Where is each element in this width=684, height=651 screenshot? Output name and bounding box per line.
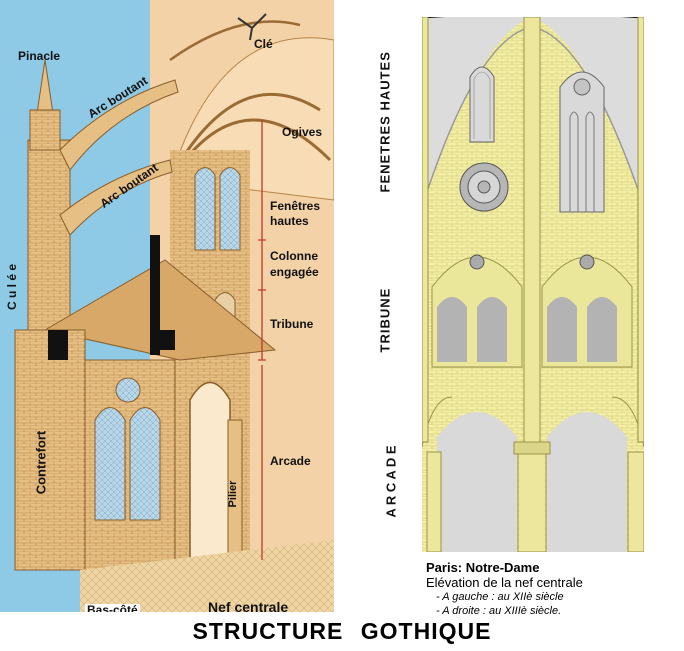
page-title: STRUCTURE GOTHIQUE xyxy=(0,618,684,645)
cathedral-cutaway-illustration: Pinacle Arc boutant Arc boutant Clé Ogiv… xyxy=(0,0,334,612)
page-title-text: STRUCTURE GOTHIQUE xyxy=(192,618,492,644)
label-fenetres-hautes-line2: hautes xyxy=(270,214,309,228)
label-elevation-arcade: A R C A D E xyxy=(383,445,399,518)
caption-title: Paris: Notre-Dame xyxy=(426,560,540,575)
label-bas-cote: Bas-côté xyxy=(85,604,140,612)
label-pinacle: Pinacle xyxy=(18,49,61,63)
label-pilier: Pilier xyxy=(227,480,239,508)
label-arcade: Arcade xyxy=(270,454,311,468)
label-cle: Clé xyxy=(254,37,273,51)
cutaway-drawing xyxy=(0,0,334,612)
label-nef-centrale: Nef centrale xyxy=(208,599,289,615)
label-elevation-fenetres-hautes: FENETRES HAUTES xyxy=(377,51,393,193)
caption-left-note: - A gauche : au XIIè siècle xyxy=(436,591,564,603)
label-contrefort: Contrefort xyxy=(33,430,49,495)
caption-subtitle: Elévation de la nef centrale xyxy=(426,575,583,590)
label-fenetres-hautes-line1: Fenêtres xyxy=(270,199,321,213)
label-colonne-line1: Colonne xyxy=(270,249,318,263)
label-colonne-line2: engagée xyxy=(270,265,319,279)
label-tribune: Tribune xyxy=(270,317,314,331)
caption-right-note: - A droite : au XIIIè siècle. xyxy=(436,605,562,617)
label-culee: C u l é e xyxy=(5,264,19,311)
elevation-drawing xyxy=(422,17,644,552)
notre-dame-elevation-drawing xyxy=(422,17,644,552)
label-elevation-tribune: TRIBUNE xyxy=(377,287,393,353)
label-ogives: Ogives xyxy=(282,125,323,139)
